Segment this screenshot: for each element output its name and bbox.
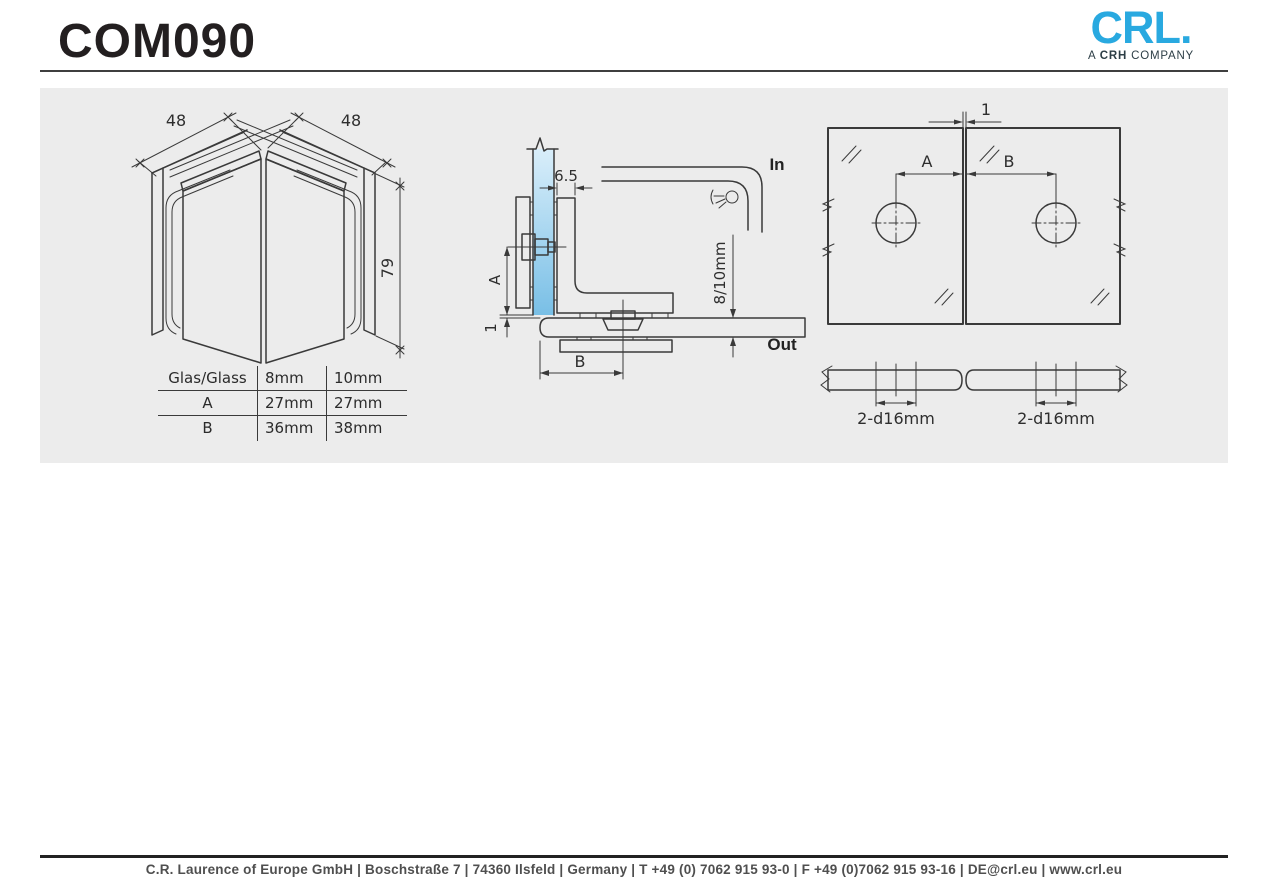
dim-one-label: 1 <box>482 323 500 333</box>
dim-gap-label: 1 <box>981 100 991 119</box>
iso-glass-edges <box>169 119 358 178</box>
header-divider <box>40 70 1228 72</box>
iso-dim-left-label: 48 <box>166 111 186 130</box>
table-cell: 36mm <box>258 416 327 441</box>
section-view-drawing: A 1 6.5 B <box>482 137 806 380</box>
tagline-company: COMPANY <box>1131 49 1195 62</box>
left-clamp-plate <box>515 196 558 309</box>
clamp-bolt <box>507 233 567 261</box>
hole-spec-left-label: 2-d16mm <box>857 409 935 428</box>
dim-b-label: B <box>575 352 586 371</box>
shower-spray-icon <box>710 189 739 209</box>
iso-dim-height-label: 79 <box>378 258 397 278</box>
table-cell: 8mm <box>258 366 327 391</box>
crl-logo: CRL. A CRH COMPANY <box>1082 2 1200 62</box>
dim-b: B <box>539 299 624 380</box>
glass-panel-right <box>965 127 1121 325</box>
dim-one: 1 <box>482 317 541 338</box>
glass-panels-drawing: 1 A B 2-d16mm <box>820 100 1128 428</box>
table-cell: 27mm <box>258 391 327 416</box>
dim-6-5: 6.5 <box>539 167 593 196</box>
dim-glass-thickness-label: 8/10mm <box>711 242 729 305</box>
crl-logo-text: CRL. <box>1090 2 1193 53</box>
table-cell: 27mm <box>327 391 407 416</box>
iso-dim-right-label: 48 <box>341 111 361 130</box>
glass-hatch-marks <box>979 145 1110 306</box>
glass-edge-strip-right: 2-d16mm <box>965 361 1128 428</box>
glass-hatch-marks <box>841 145 954 306</box>
edge-break-marks <box>821 198 1127 257</box>
horizontal-glass <box>539 310 806 353</box>
drill-hole-left <box>871 198 921 248</box>
dim-hole-b-label: B <box>1004 152 1015 171</box>
dim-hole-b: B <box>966 152 1057 204</box>
vertical-glass <box>526 137 559 316</box>
iso-outer-plates <box>151 129 376 336</box>
table-cell: Glas/Glass <box>158 366 258 391</box>
drawing-panel <box>40 88 1228 463</box>
glass-edge-strip-left: 2-d16mm <box>820 361 963 428</box>
iso-clamp-body <box>180 150 347 364</box>
dim-6-5-label: 6.5 <box>554 167 578 185</box>
iso-dimension-48-left: 48 <box>131 111 262 177</box>
label-out: Out <box>767 335 797 354</box>
table-cell: B <box>158 416 258 441</box>
dim-gap: 1 <box>928 100 1002 128</box>
drill-hole-right <box>1031 198 1081 248</box>
dim-a-label: A <box>486 274 504 285</box>
isometric-clamp-drawing: 48 48 79 <box>131 111 405 364</box>
dim-hole-a-label: A <box>922 152 933 171</box>
hole-spec-right-label: 2-d16mm <box>1017 409 1095 428</box>
iso-gasket-lines <box>165 169 362 335</box>
l-clamp-body <box>556 197 674 319</box>
table-cell: 38mm <box>334 419 383 437</box>
footer-contact-line: C.R. Laurence of Europe GmbH | Boschstra… <box>145 862 1123 877</box>
crl-logo-tagline: A CRH COMPANY <box>1082 50 1200 62</box>
iso-dimension-48-right: 48 <box>267 111 396 176</box>
page-title: COM090 <box>58 15 257 68</box>
footer-divider <box>40 855 1228 858</box>
dim-glass-thickness: 8/10mm <box>711 234 736 358</box>
iso-dimension-79: 79 <box>375 173 405 359</box>
label-in: In <box>769 155 784 174</box>
shower-corner-lines <box>601 166 763 233</box>
dim-a: A <box>486 246 534 316</box>
glass-panel-left <box>827 127 964 325</box>
table-cell: A <box>158 391 258 416</box>
tagline-a: A <box>1087 49 1096 62</box>
tagline-crh: CRH <box>1099 49 1128 62</box>
dim-hole-a: A <box>895 152 963 204</box>
glass-spec-table: Glas/Glass 8mm 10mm A 27mm 27mm B 36mm 3… <box>158 366 407 441</box>
table-cell: 10mm <box>327 366 407 391</box>
